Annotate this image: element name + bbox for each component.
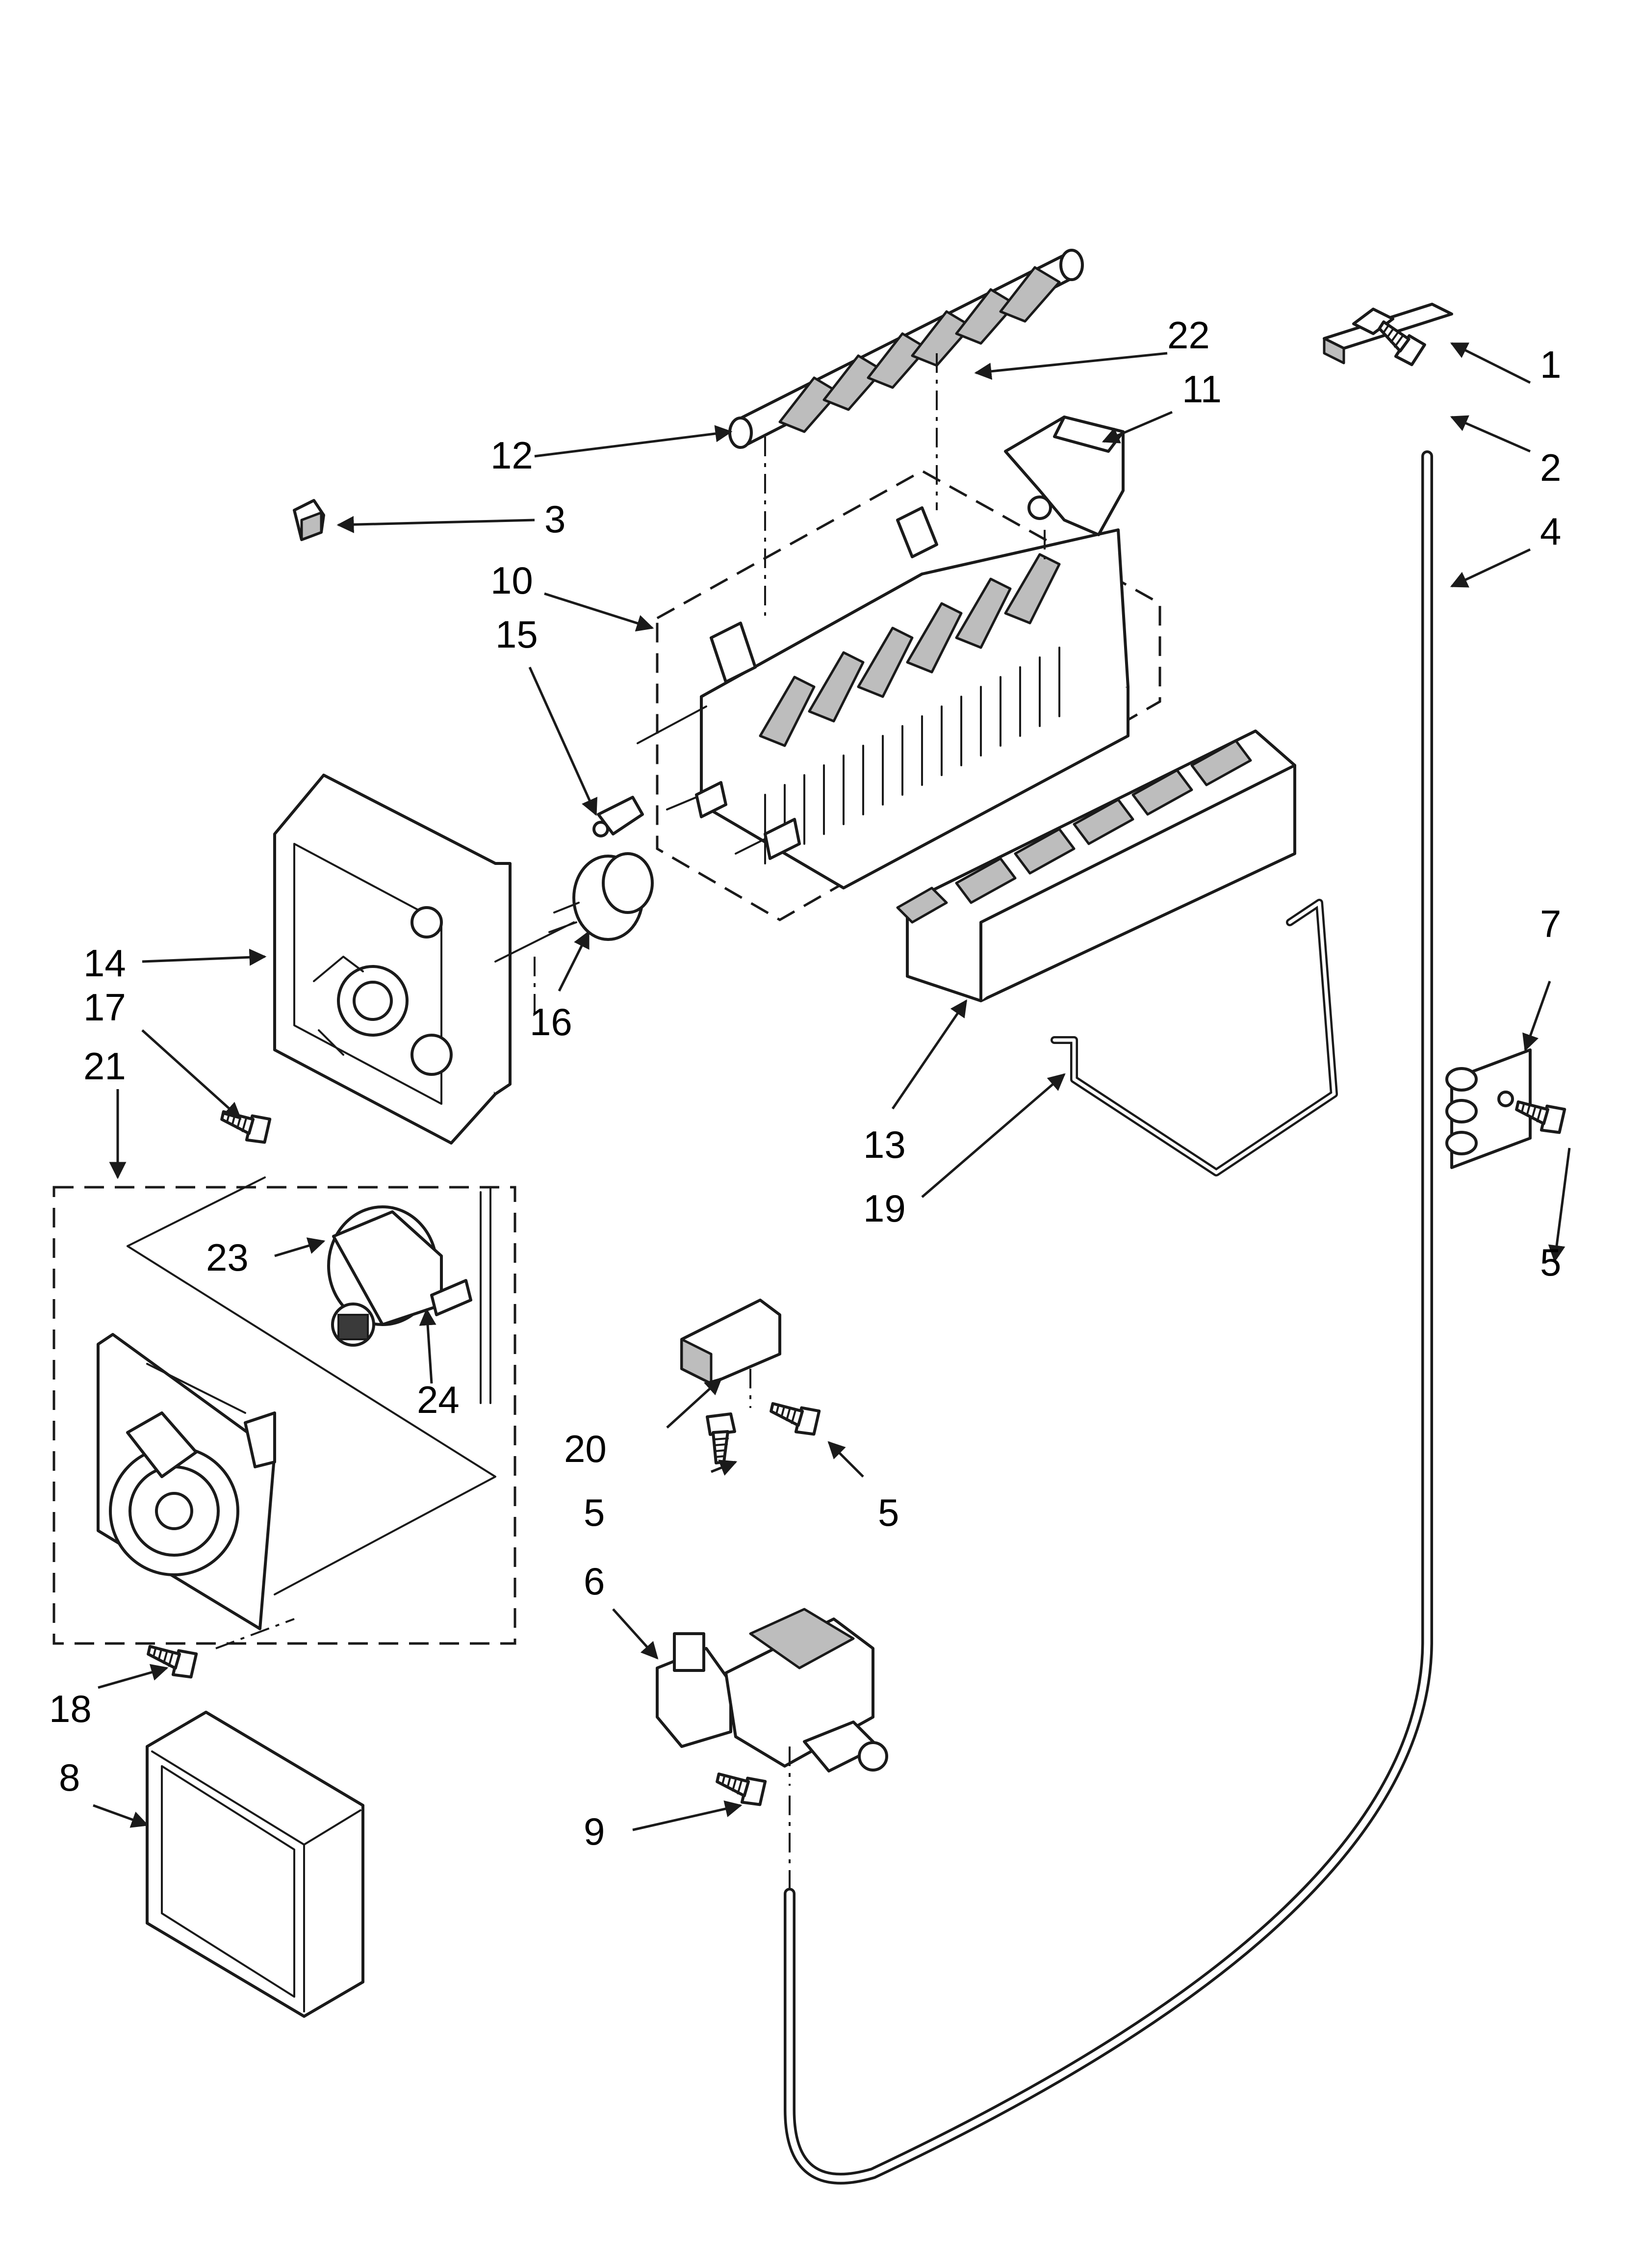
- module-kit-boundary: [52, 1186, 516, 1645]
- callout-12: 12: [490, 434, 533, 477]
- callout-5-center-right: 5: [878, 1491, 899, 1534]
- cover-screw-vertical-part: [707, 1414, 735, 1463]
- callout-21: 21: [83, 1044, 126, 1088]
- callout-10: 10: [490, 559, 533, 602]
- callout-14: 14: [83, 941, 126, 985]
- water-valve-part: [656, 1608, 888, 1773]
- shutoff-arm-part: [1051, 899, 1338, 1176]
- callout-15: 15: [495, 613, 538, 656]
- callout-8: 8: [59, 1756, 80, 1799]
- ejector-part: [728, 249, 1084, 449]
- valve-screw-part: [713, 1766, 768, 1808]
- callout-13: 13: [863, 1123, 906, 1166]
- callout-5-center-left: 5: [584, 1491, 605, 1534]
- callout-7: 7: [1540, 902, 1561, 945]
- callout-22: 22: [1167, 313, 1210, 357]
- callout-24: 24: [417, 1378, 460, 1421]
- callout-1: 1: [1540, 343, 1561, 386]
- callout-17: 17: [83, 986, 126, 1029]
- alignment-lines: [215, 353, 1046, 1894]
- tube-clamp-part: [1445, 1048, 1532, 1169]
- water-tube-part: [784, 450, 1433, 2185]
- callout-16: 16: [530, 1000, 572, 1043]
- callout-9: 9: [584, 1810, 605, 1853]
- leader-lines: [93, 342, 1571, 1831]
- callout-5-right: 5: [1540, 1241, 1561, 1284]
- callout-3: 3: [544, 497, 565, 541]
- callout-20: 20: [564, 1427, 607, 1470]
- callout-18: 18: [49, 1687, 92, 1730]
- ice-maker-assembly-boundary: [656, 469, 1161, 921]
- fill-cup-part: [1004, 416, 1125, 536]
- callout-23: 23: [206, 1236, 249, 1279]
- callout-4: 4: [1540, 510, 1561, 553]
- ice-stripper-part: [896, 730, 1296, 1002]
- housing-screw-part: [217, 1103, 273, 1146]
- thermostat-part: [494, 852, 654, 963]
- module-outline: [127, 1176, 496, 1595]
- callout-labels: 1 2 3 4 5 5 5 6 7 8 9 10 11 12 13 14 15 …: [49, 313, 1561, 1853]
- control-housing-part: [273, 774, 512, 1145]
- callout-19: 19: [863, 1187, 906, 1230]
- access-cover-part: [146, 1711, 364, 2018]
- callout-6: 6: [584, 1560, 605, 1603]
- callout-11: 11: [1182, 367, 1222, 411]
- clip-part: [293, 499, 325, 541]
- cover-part: [680, 1299, 781, 1385]
- thermostat-clip-part: [592, 796, 644, 837]
- cover-screw-angled-part: [767, 1395, 822, 1438]
- motor-part: [327, 1186, 491, 1404]
- mounting-plate-part: [97, 1333, 276, 1630]
- ice-maker-mold-part: [637, 506, 1129, 889]
- callout-2: 2: [1540, 446, 1561, 489]
